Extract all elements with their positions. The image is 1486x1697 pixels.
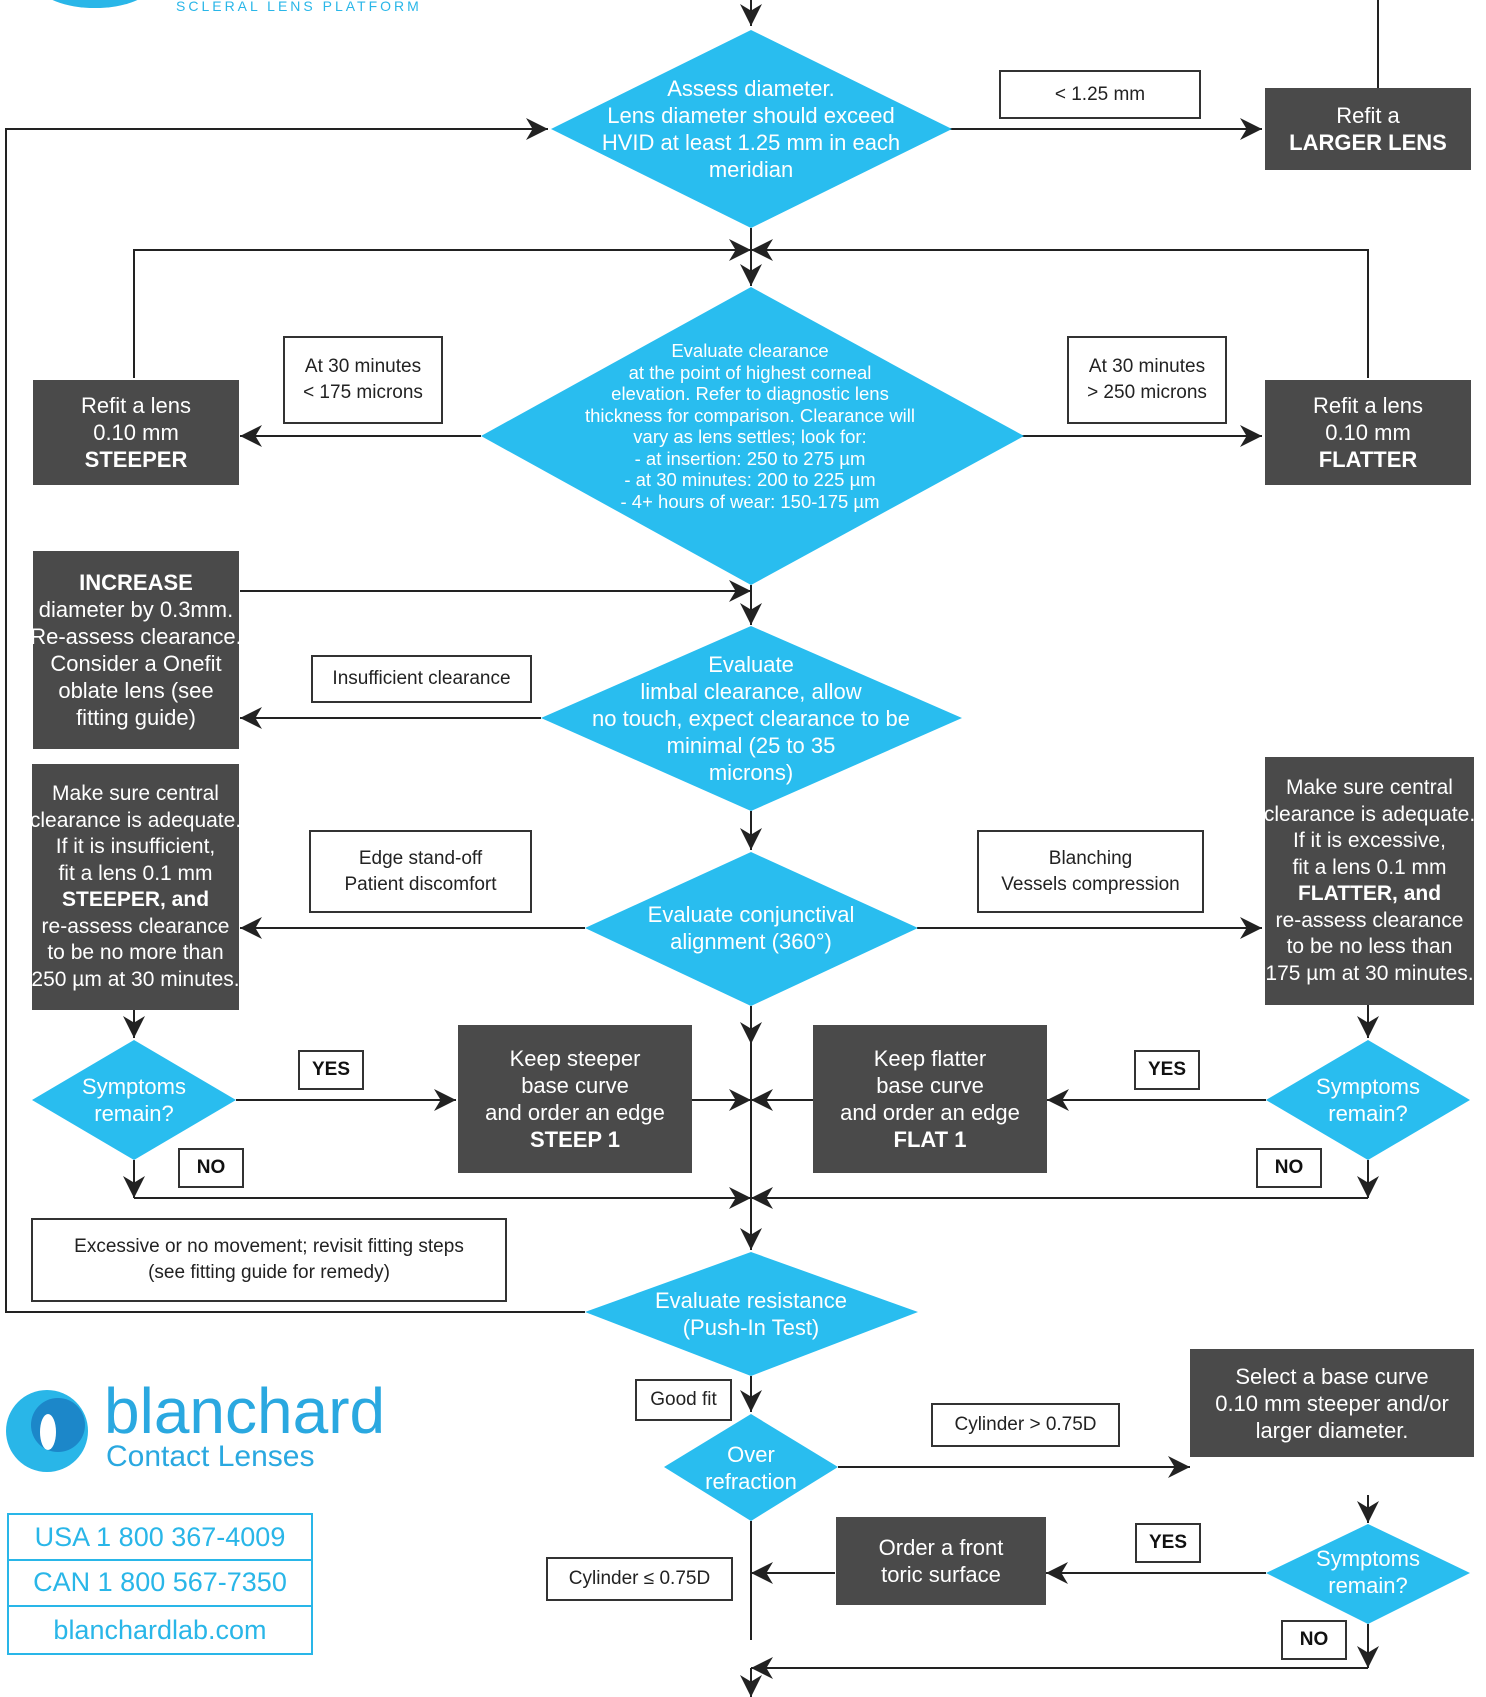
website-link[interactable]: blanchardlab.com (7, 1607, 313, 1655)
order-toric-box: Order a front toric surface (836, 1517, 1046, 1605)
increase-diameter-box: INCREASE diameter by 0.3mm. Re-assess cl… (30, 551, 242, 749)
label-good-fit: Good fit (635, 1379, 732, 1421)
yes-label-bottom: YES (1135, 1523, 1201, 1563)
evaluate-clearance-text: Evaluate clearance at the point of highe… (584, 340, 916, 512)
brand-name: blanchard (104, 1375, 386, 1447)
central-clearance-steeper-box: Make sure central clearance is adequate.… (30, 764, 241, 1010)
no-label-left: NO (178, 1148, 244, 1188)
can-phone: CAN 1 800 567-7350 (7, 1559, 313, 1607)
diamond-evaluate-limbal (541, 626, 962, 811)
yes-label-right: YES (1134, 1050, 1200, 1090)
diamond-symptoms-left (32, 1040, 236, 1160)
connector (133, 239, 751, 378)
select-base-curve-box: Select a base curve 0.10 mm steeper and/… (1190, 1349, 1474, 1457)
excessive-movement-box: Excessive or no movement; revisit fittin… (31, 1218, 507, 1302)
diamond-symptoms-right (1266, 1040, 1470, 1160)
keep-flatter-box: Keep flatter base curve and order an edg… (813, 1025, 1047, 1173)
diamond-evaluate-conjunctival (585, 852, 918, 1006)
evaluate-resistance-text: Evaluate resistance (Push-In Test) (655, 1288, 847, 1340)
diamond-assess-diameter (551, 30, 952, 228)
no-label-bottom: NO (1281, 1620, 1347, 1660)
diamond-evaluate-resistance (585, 1252, 918, 1376)
over-refraction-text: Over refraction (705, 1442, 797, 1494)
evaluate-conjunctival-text: Evaluate conjunctival alignment (360°) (647, 902, 855, 954)
central-clearance-flatter-box: Make sure central clearance is adequate.… (1264, 757, 1475, 1005)
label-cylinder-less-equal: Cylinder ≤ 0.75D (546, 1557, 733, 1601)
brand-subtitle: Contact Lenses (106, 1440, 315, 1473)
brand-tagline: SCLERAL LENS PLATFORM (176, 0, 422, 14)
label-30min-low: At 30 minutes < 175 microns (283, 336, 443, 424)
connector (5, 118, 585, 1313)
diamond-over-refraction (664, 1414, 838, 1521)
logo-top-fragment (52, 0, 138, 8)
refit-larger-lens-box: Refit a LARGER LENS (1265, 88, 1471, 170)
connector (751, 239, 1369, 378)
label-blanching: Blanching Vessels compression (977, 830, 1204, 913)
symptoms-bottom-text: Symptoms remain? (1316, 1546, 1420, 1598)
refit-flatter-box: Refit a lens 0.10 mm FLATTER (1265, 380, 1471, 485)
assess-diameter-text: Assess diameter. Lens diameter should ex… (601, 76, 901, 182)
diamond-symptoms-bottom (1266, 1524, 1470, 1624)
yes-label-left: YES (298, 1050, 364, 1090)
label-30min-high: At 30 minutes > 250 microns (1067, 336, 1227, 424)
label-edge-standoff: Edge stand-off Patient discomfort (309, 830, 532, 913)
symptoms-right-text: Symptoms remain? (1316, 1074, 1420, 1126)
refit-steeper-box: Refit a lens 0.10 mm STEEPER (33, 380, 239, 485)
blanchard-logo-icon (6, 1390, 88, 1472)
label-insufficient-clearance: Insufficient clearance (311, 655, 532, 703)
label-less-than-1-25mm: < 1.25 mm (999, 70, 1201, 119)
no-label-right: NO (1256, 1148, 1322, 1188)
keep-steeper-box: Keep steeper base curve and order an edg… (458, 1025, 692, 1173)
evaluate-limbal-text: Evaluate limbal clearance, allow no touc… (592, 651, 910, 785)
symptoms-left-text: Symptoms remain? (82, 1074, 186, 1126)
usa-phone: USA 1 800 367-4009 (7, 1513, 313, 1561)
label-cylinder-greater: Cylinder > 0.75D (931, 1403, 1120, 1447)
diamond-evaluate-clearance (481, 287, 1024, 585)
